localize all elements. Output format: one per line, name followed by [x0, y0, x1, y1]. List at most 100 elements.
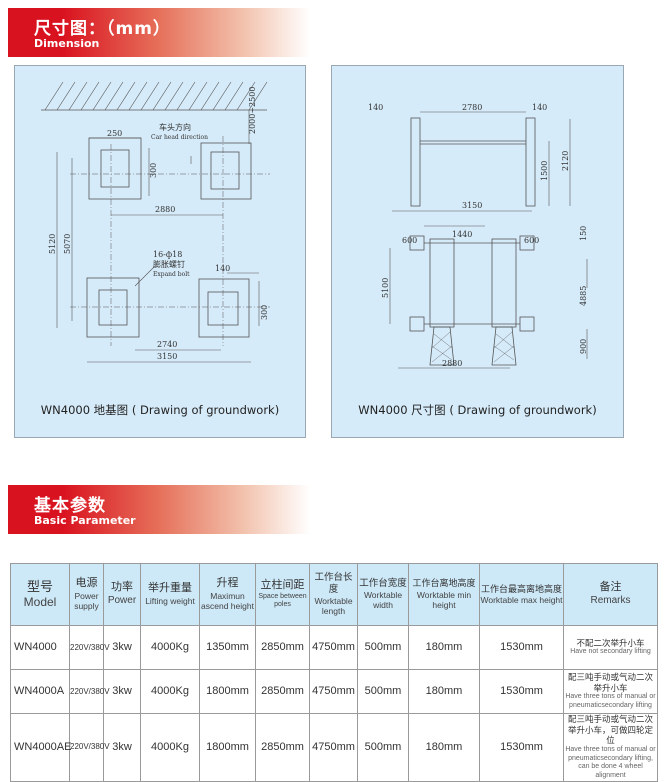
- dim-label: 250: [107, 129, 122, 138]
- table-cell: 220V/380V: [69, 713, 110, 782]
- dim-label: 5120: [48, 234, 57, 254]
- table-cell: 2850mm: [255, 669, 310, 714]
- dim-label: 140: [532, 103, 547, 112]
- table-cell: 3kw: [103, 625, 141, 670]
- dim-label: 140: [215, 264, 230, 273]
- dim-label: 600: [402, 236, 417, 245]
- runway: [429, 238, 455, 328]
- remark-en: Have three tons of manual or pneumaticse…: [565, 693, 656, 710]
- section-title: 尺寸图：（mm）: [34, 19, 171, 39]
- base-plate: [88, 137, 142, 200]
- dim-label: 2880: [155, 205, 175, 214]
- post: [525, 117, 536, 207]
- table-cell: WN4000A: [10, 669, 70, 714]
- dim-label: 300: [260, 305, 269, 320]
- basic-parameter-banner: 基本参数 Basic Parameter: [8, 485, 310, 534]
- table-cell: WN4000: [10, 625, 70, 670]
- car-head-label: 车头方向: [159, 122, 191, 132]
- dim-label: 900: [579, 339, 588, 354]
- base-plate: [86, 277, 140, 338]
- dim-label: 150: [579, 226, 588, 241]
- dim-label: 5070: [63, 234, 72, 254]
- section-subtitle: Dimension: [34, 37, 100, 50]
- table-cell: 4750mm: [309, 625, 358, 670]
- drawing-caption: WN4000 尺寸图 ( Drawing of groundwork): [358, 403, 597, 417]
- table-cell: 1350mm: [199, 625, 256, 670]
- wall-hatch: [41, 81, 268, 111]
- bolt-label-en: Expand bolt: [153, 271, 190, 278]
- dim-label: 2000~2500: [248, 87, 257, 134]
- table-cell: 500mm: [357, 625, 409, 670]
- table-cell: 4750mm: [309, 713, 358, 782]
- table-cell: 1800mm: [199, 669, 256, 714]
- table-cell: 180mm: [408, 713, 480, 782]
- lift-dimension-drawing: 140 2780 140 1500 2120 3150 1440 600 600…: [368, 103, 588, 369]
- table-cell: 220V/380V: [69, 625, 110, 670]
- table-cell: 4750mm: [309, 669, 358, 714]
- table-cell: 2850mm: [255, 625, 310, 670]
- car-head-label-en: Car head direction: [151, 134, 208, 141]
- table-cell: 4000Kg: [140, 713, 200, 782]
- remark-en: Have not secondary lifting: [570, 648, 651, 656]
- table-cell: WN4000AE: [10, 713, 71, 782]
- table-cell: 180mm: [408, 669, 480, 714]
- dim-label: 4885: [579, 286, 588, 306]
- section-subtitle: Basic Parameter: [34, 514, 136, 527]
- dim-label: 600: [524, 236, 539, 245]
- runway: [491, 238, 517, 328]
- bolt-spec: 16-ф18: [153, 250, 182, 259]
- dim-label: 5100: [381, 278, 390, 298]
- dim-label: 1440: [452, 230, 472, 239]
- table-cell: 4000Kg: [140, 625, 200, 670]
- base-plate: [519, 316, 535, 332]
- dim-label: 300: [149, 163, 158, 178]
- remark-cn: 不配二次举升小车: [576, 637, 645, 648]
- table-cell: 1530mm: [479, 669, 564, 714]
- dim-label: 140: [368, 103, 383, 112]
- ramp: [429, 326, 517, 366]
- table-cell: 1530mm: [479, 713, 564, 782]
- table-cell: 4000Kg: [140, 669, 200, 714]
- section-title: 基本参数: [34, 496, 106, 516]
- groundwork-drawing: 250 2000~2500 300 5120 5070 2880 140 300…: [41, 81, 270, 363]
- dim-label: 1500: [540, 161, 549, 181]
- post: [410, 117, 421, 207]
- table-cell: 1800mm: [199, 713, 256, 782]
- dimension-banner: 尺寸图：（mm） Dimension: [8, 8, 310, 57]
- drawing-caption: WN4000 地基图 ( Drawing of groundwork): [40, 403, 280, 417]
- remark-cn: 配三吨手动或气动二次举升小车，可做四轮定位: [567, 714, 653, 746]
- dim-label: 3150: [462, 201, 482, 210]
- dim-label: 2880: [442, 359, 462, 368]
- table-cell: 500mm: [357, 669, 409, 714]
- dim-label: 3150: [157, 352, 177, 361]
- base-plate: [198, 278, 250, 338]
- base-plate: [409, 316, 425, 332]
- table-cell: 2850mm: [255, 713, 310, 782]
- groundwork-drawing-panel: 250 2000~2500 300 5120 5070 2880 140 300…: [14, 65, 306, 438]
- table-cell: 500mm: [357, 713, 409, 782]
- remark-en: Have three tons of manual or pneumaticse…: [565, 745, 656, 780]
- remark-cn: 配三吨手动或气动二次举升小车: [567, 672, 653, 693]
- bolt-label: 膨胀螺钉: [153, 259, 185, 269]
- base-plate: [200, 142, 252, 200]
- dim-label: 2120: [561, 151, 570, 171]
- dimension-drawing-panel: 140 2780 140 1500 2120 3150 1440 600 600…: [331, 65, 624, 438]
